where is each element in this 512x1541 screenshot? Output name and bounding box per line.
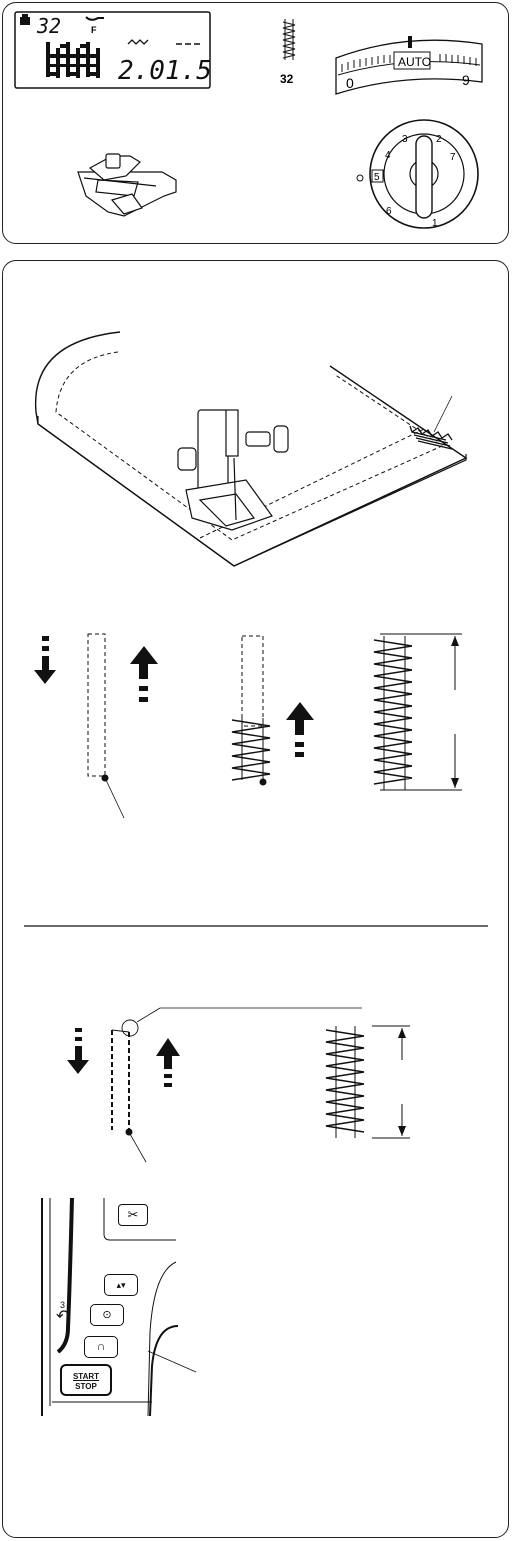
pressure-current: 5 bbox=[374, 172, 380, 183]
pressure-number-6: 6 bbox=[386, 206, 392, 217]
machine-control-panel bbox=[41, 1197, 197, 1417]
lcd-length-value: 1.5 bbox=[165, 56, 212, 86]
pressure-number-7: 7 bbox=[450, 152, 456, 163]
lcd-foot-letter: F bbox=[91, 25, 97, 35]
presser-pressure-dial[interactable]: 1 2 3 4 6 7 5 bbox=[356, 119, 479, 229]
pressure-number-1: 1 bbox=[432, 218, 438, 229]
presser-foot-f bbox=[77, 153, 177, 217]
stitch-icon-number: 32 bbox=[280, 72, 294, 86]
diagram-step1 bbox=[34, 633, 158, 819]
lcd-pattern-number: 32 bbox=[36, 14, 61, 38]
fabric-sewing-illustration bbox=[34, 331, 468, 567]
lcd-width-symbol bbox=[127, 39, 149, 45]
pressure-number-4: 4 bbox=[385, 150, 391, 161]
tension-max-label: 9 bbox=[462, 72, 470, 88]
fabric-bar-tack bbox=[409, 425, 453, 450]
lcd-stitch-pattern-icon bbox=[46, 42, 100, 78]
diagram-step2 bbox=[231, 635, 314, 786]
needle-up-down-icon: ▴▾ bbox=[116, 1280, 126, 1290]
stitch-icon: 32 bbox=[280, 19, 296, 86]
pressure-number-2: 2 bbox=[436, 134, 442, 145]
scissors-icon: ✂ bbox=[127, 1207, 139, 1222]
lock-stitch-icon: ⊙ bbox=[102, 1309, 112, 1321]
reverse-mode-icon: ↶ bbox=[56, 1308, 70, 1325]
lcd-width-value: 2.0 bbox=[118, 56, 165, 86]
stop-label: STOP bbox=[75, 1382, 97, 1391]
lcd-display: 32 F 2.0 1.5 bbox=[14, 11, 212, 89]
reverse-stitch-icon: ∩ bbox=[96, 1339, 106, 1353]
pressure-number-3: 3 bbox=[402, 134, 408, 145]
diagram-step4 bbox=[67, 1007, 362, 1163]
lock-stitch-button[interactable]: ⊙ bbox=[90, 1304, 124, 1326]
settings-illustrations: 32 F 2.0 1.5 32 bbox=[14, 11, 483, 229]
diagram-step3 bbox=[373, 633, 462, 791]
needle-up-down-button[interactable]: ▴▾ bbox=[104, 1274, 138, 1296]
tension-min-label: 0 bbox=[346, 75, 354, 91]
reverse-stitch-button[interactable]: ∩ bbox=[84, 1336, 118, 1358]
reverse-mode-indicator: 3 ↶ bbox=[54, 1300, 74, 1330]
thread-tension-dial[interactable]: AUTO 0 9 bbox=[335, 36, 483, 95]
start-stop-button[interactable]: START STOP bbox=[60, 1364, 112, 1396]
reverse-mode-number: 3 bbox=[60, 1300, 66, 1310]
start-label: START bbox=[72, 1372, 100, 1381]
thread-cutter-button[interactable]: ✂ bbox=[118, 1204, 148, 1226]
diagram-step5 bbox=[325, 1025, 410, 1139]
tension-auto-label: AUTO bbox=[398, 55, 431, 69]
